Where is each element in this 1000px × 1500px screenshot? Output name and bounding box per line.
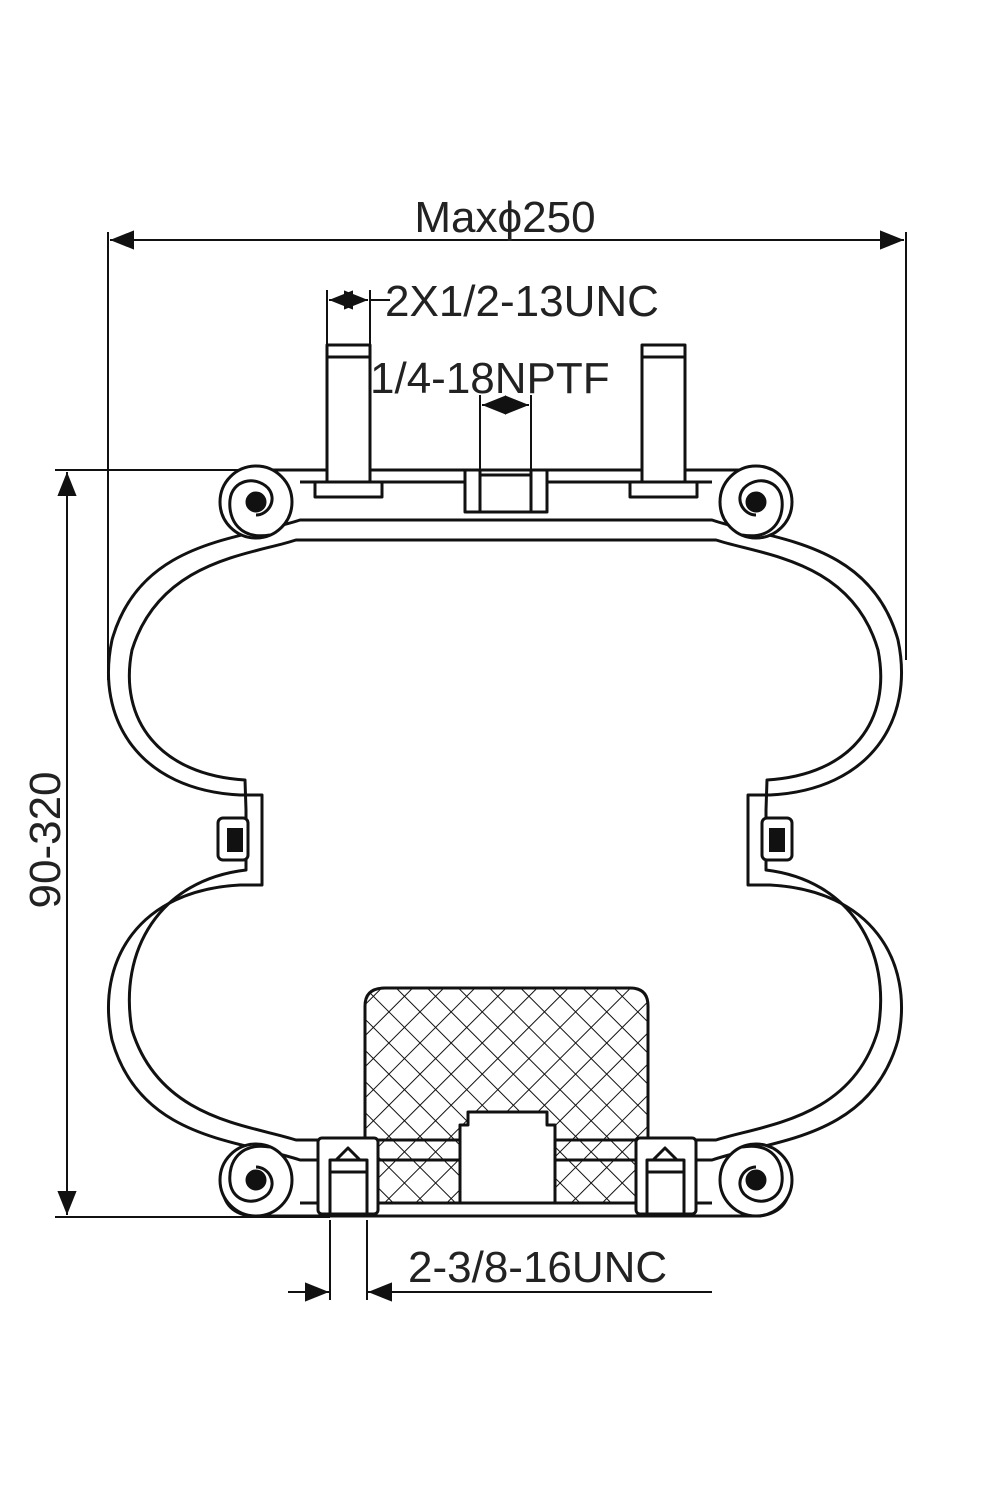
bead-roll-bottom-left — [218, 1142, 294, 1218]
air-inlet-fitting — [463, 468, 549, 514]
top-stud-label: 2X1/2-13UNC — [385, 277, 659, 326]
bottom-stud-left — [316, 1136, 380, 1216]
girdle-clip-right — [760, 816, 794, 862]
top-stud-right — [628, 343, 699, 499]
top-stud-left — [313, 343, 384, 499]
girdle-clip-left — [216, 816, 250, 862]
max-diameter-label: Maxϕ250 — [414, 193, 595, 242]
inlet-dimension — [479, 395, 532, 470]
diameter-dimension — [107, 230, 907, 680]
bellows-outer — [107, 518, 903, 1162]
bumper — [363, 986, 650, 1205]
height-range-label: 90-320 — [21, 771, 70, 908]
bead-roll-bottom-right — [718, 1142, 794, 1218]
air-inlet-label: 1/4-18NPTF — [370, 354, 610, 403]
bead-roll-top-left — [218, 464, 294, 540]
top-stud-dimension — [326, 290, 390, 345]
bead-roll-top-right — [718, 464, 794, 540]
bottom-stud-dimension — [288, 1220, 712, 1302]
bottom-stud-right — [634, 1136, 698, 1216]
bottom-stud-label: 2-3/8-16UNC — [408, 1243, 667, 1292]
